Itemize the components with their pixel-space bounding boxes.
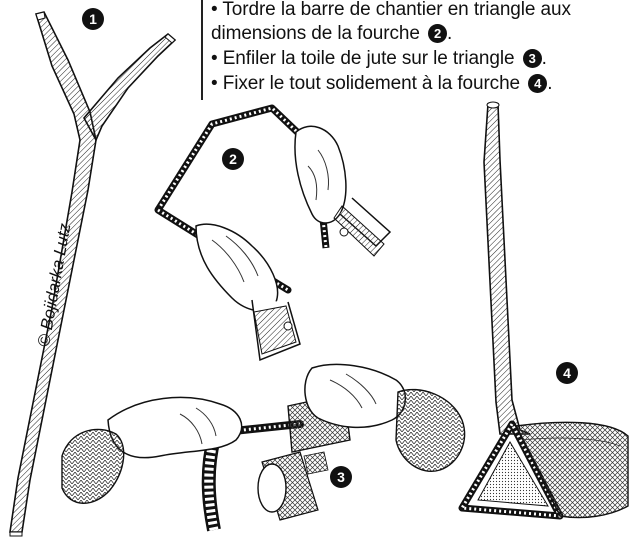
instruction-text-2: dimensions de la fourche	[211, 23, 420, 44]
threading-hessian-drawing	[62, 364, 465, 530]
step-1-badge: 1	[82, 8, 104, 30]
instruction-end-3: .	[542, 48, 547, 69]
step-2-badge: 2	[222, 148, 244, 170]
instruction-end-4: .	[547, 73, 552, 94]
step-3-badge: 3	[330, 466, 352, 488]
instruction-line-2: dimensions de la fourche 2.	[211, 23, 452, 45]
instruction-text-4: • Fixer le tout solidement à la fourche	[211, 73, 520, 94]
finished-net-drawing	[462, 102, 628, 518]
step-3-inline-badge: 3	[523, 49, 542, 68]
instructions-divider	[201, 0, 203, 100]
instruction-end-2: .	[447, 23, 452, 44]
instruction-text-3: • Enfiler la toile de jute sur le triang…	[211, 48, 514, 69]
instruction-line-1: • Tordre la barre de chantier en triangl…	[211, 0, 571, 21]
bending-bar-drawing	[158, 108, 390, 360]
step-4-badge: 4	[556, 362, 578, 384]
instruction-text-1: • Tordre la barre de chantier en triangl…	[211, 0, 571, 20]
step-4-inline-badge: 4	[528, 74, 547, 93]
instruction-line-3: • Enfiler la toile de jute sur le triang…	[211, 48, 547, 70]
step-2-inline-badge: 2	[428, 24, 447, 43]
instruction-line-4: • Fixer le tout solidement à la fourche …	[211, 73, 552, 95]
